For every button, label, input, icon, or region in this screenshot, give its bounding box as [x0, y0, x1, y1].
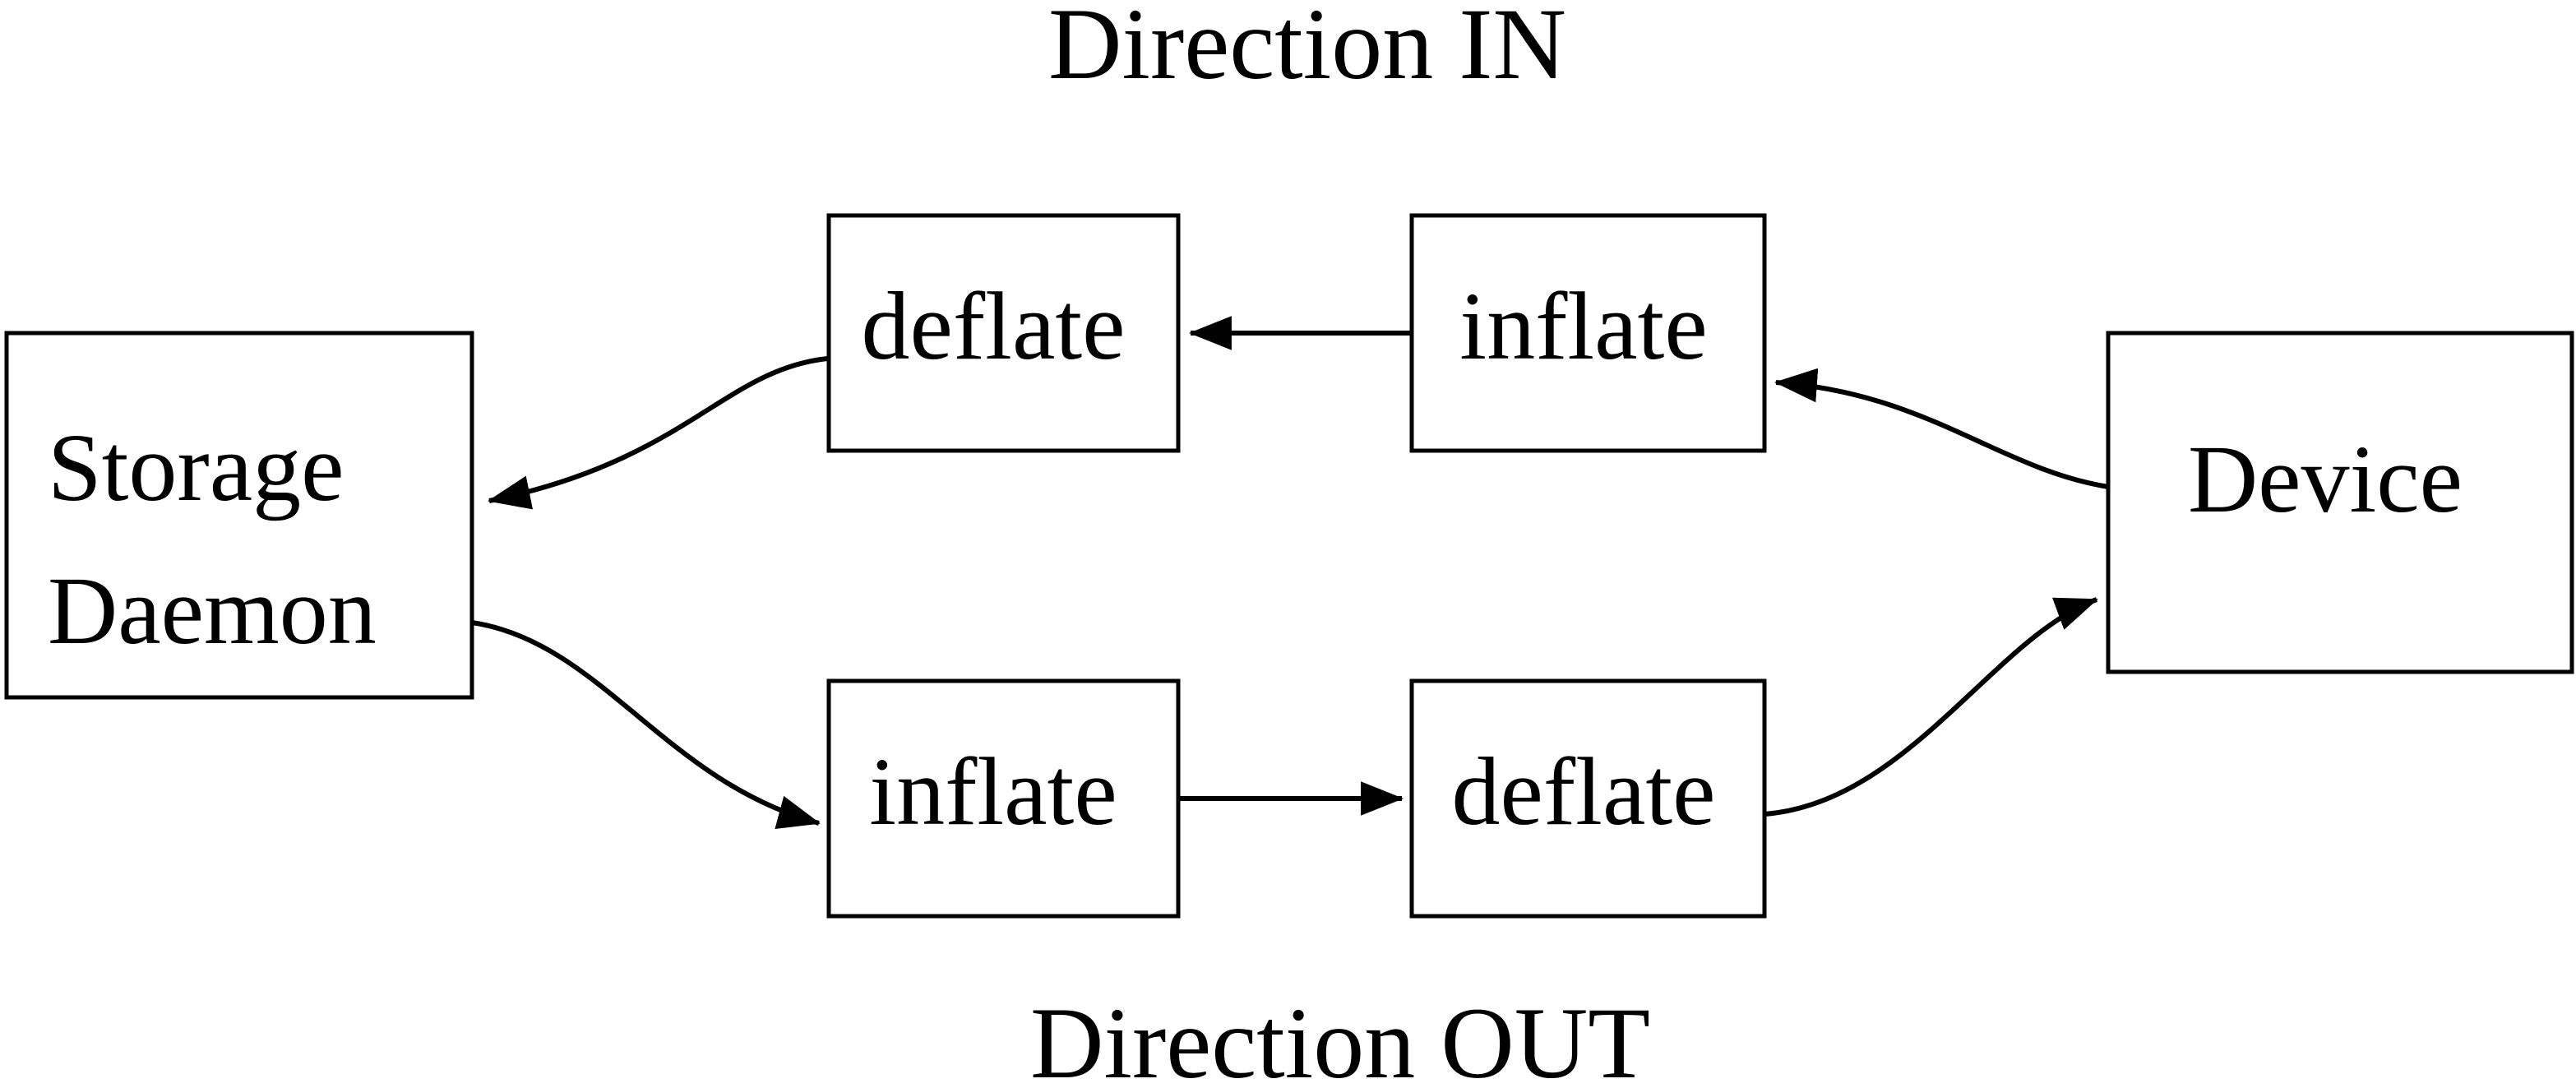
inflate-in-box — [1409, 213, 1767, 453]
storage-daemon-label-line1: Storage — [48, 414, 344, 521]
deflate-in-box — [826, 213, 1181, 453]
inflate-out-box — [826, 678, 1181, 919]
node-storage-daemon: Storage Daemon — [4, 331, 474, 700]
storage-daemon-label-line2: Daemon — [48, 557, 377, 664]
edge-device-to-inflate-in — [1774, 368, 2109, 489]
storage-daemon-box — [4, 331, 474, 700]
inflate-in-label: inflate — [1459, 272, 1707, 380]
title-direction-in: Direction IN — [1048, 0, 1566, 100]
device-label: Device — [2188, 425, 2463, 533]
edge-deflate-in-to-storage-daemon — [487, 356, 828, 510]
device-box — [2106, 331, 2574, 674]
node-deflate-out: deflate — [1409, 678, 1767, 919]
deflate-out-box — [1409, 678, 1767, 919]
title-direction-out: Direction OUT — [1030, 987, 1650, 1088]
node-inflate-in: inflate — [1409, 213, 1767, 453]
deflate-in-label: deflate — [862, 272, 1126, 380]
deflate-out-label: deflate — [1452, 738, 1716, 845]
node-inflate-out: inflate — [826, 678, 1181, 919]
edge-storage-daemon-to-inflate-out — [471, 620, 821, 829]
node-device: Device — [2106, 331, 2574, 674]
edges — [471, 316, 2109, 829]
node-deflate-in: deflate — [826, 213, 1181, 453]
inflate-out-label: inflate — [869, 738, 1117, 845]
edge-deflate-out-to-device — [1764, 597, 2098, 817]
